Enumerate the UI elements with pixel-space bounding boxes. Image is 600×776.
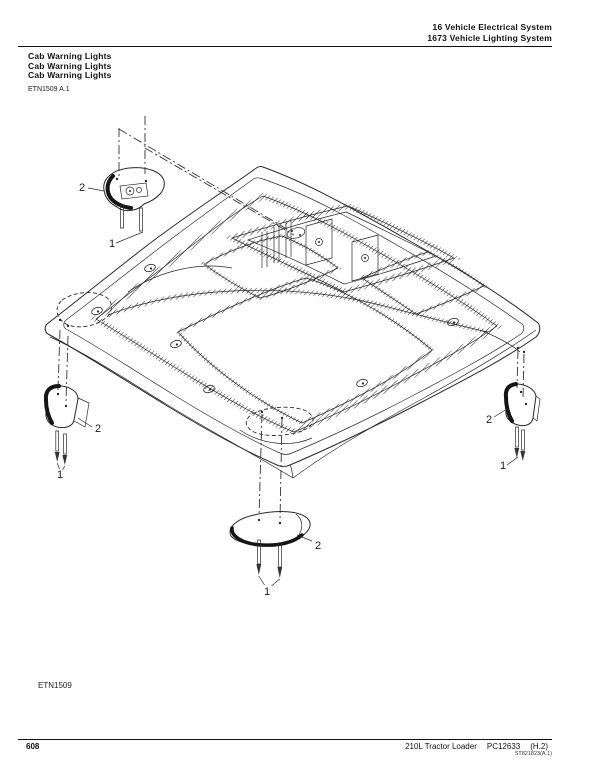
screws-right (506, 426, 526, 466)
mount-pad-left (56, 292, 112, 328)
page-title-2: Cab Warning Lights (28, 60, 112, 71)
page-number: 608 (26, 742, 40, 751)
warning-light-left: 2 1 (43, 384, 101, 481)
roof-panel-upper-right (357, 249, 488, 317)
title-block: Cab Warning Lights Cab Warning Lights Ca… (28, 51, 112, 93)
page-title-3: Cab Warning Lights (28, 70, 112, 81)
mount-pad-front (245, 406, 314, 436)
callout-light-left: 2 (95, 423, 101, 435)
header-subsection: 1673 Vehicle Lighting System (427, 32, 552, 43)
warning-light-bottom: 2 1 (229, 511, 321, 598)
warning-light-top-left: 2 1 (79, 167, 165, 250)
callout-light-top-left: 2 (79, 182, 85, 194)
warning-light-right: 2 1 (486, 382, 541, 472)
callout-screws-left: 1 (57, 469, 63, 481)
screws-bottom (256, 539, 283, 587)
screws-top-left (120, 204, 143, 232)
footer-doc-revision: (H.2) (530, 742, 548, 751)
header-section: 16 Vehicle Electrical System (432, 22, 552, 32)
mount-point-right (516, 346, 520, 350)
callout-screws-bottom: 1 (264, 586, 270, 598)
callout-light-right: 2 (486, 414, 492, 426)
header-rule (18, 46, 552, 47)
roof-bolt-holes (91, 263, 459, 394)
footer-catalog: PC12633 (486, 742, 521, 751)
figure-label: ETN1509 (38, 681, 72, 690)
callout-screws-right: 1 (500, 460, 506, 472)
page-header: 16 Vehicle Electrical System 1673 Vehicl… (300, 22, 552, 43)
roof-center-panel (174, 275, 436, 426)
footer-model: 210L Tractor Loader (405, 742, 477, 751)
centerlines (57, 116, 525, 521)
figure-revision: ETN1509 A.1 (28, 85, 70, 93)
page-title-1: Cab Warning Lights (28, 51, 112, 61)
callout-light-bottom: 2 (315, 540, 321, 552)
cab-roof (44, 166, 541, 479)
footer-doc-info: 210L Tractor Loader PC12633 (H.2) (252, 742, 548, 751)
callout-screws-top-left: 1 (109, 238, 115, 250)
footer-stamp: ST821823(A.1) (514, 751, 552, 757)
mount-pad-rear (286, 227, 306, 239)
screws-left (54, 430, 68, 471)
roof-panel-upper-left (200, 233, 342, 301)
footer-rule (18, 739, 552, 740)
roof-header-frame (224, 202, 462, 296)
